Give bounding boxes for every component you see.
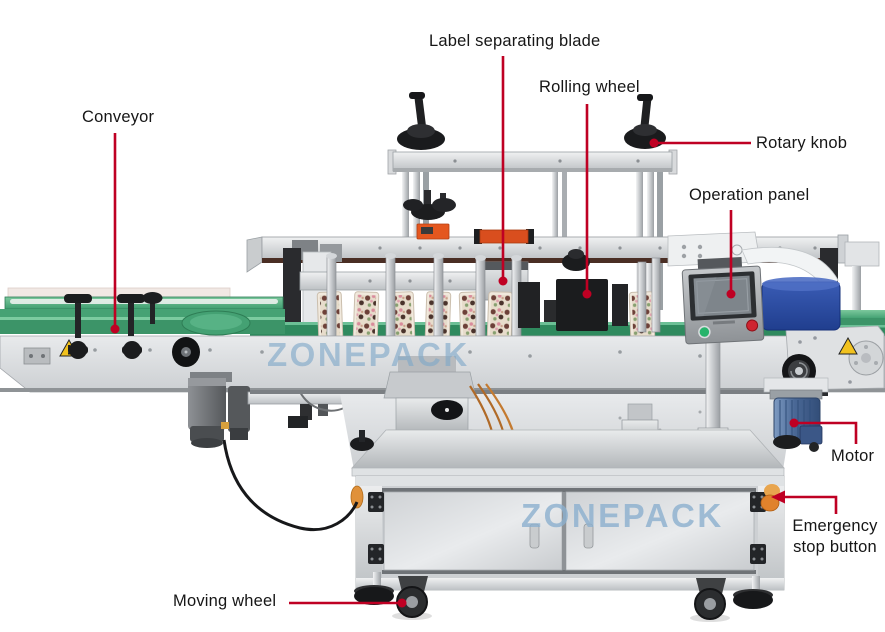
emergency-stop-callout-line xyxy=(771,490,838,514)
stop-button xyxy=(746,319,759,332)
power-cable xyxy=(222,439,359,531)
moving-wheel-callout-line xyxy=(289,598,407,608)
door-handle-left xyxy=(529,523,540,549)
moving-wheel-label: Moving wheel xyxy=(173,592,277,610)
watermark-cabinet: ZONEPACK xyxy=(521,497,724,534)
rotary-knob xyxy=(624,94,666,149)
operation-panel-callout-line xyxy=(726,210,736,299)
operation-panel xyxy=(681,256,765,345)
emergency-stop-label: Emergency stop button xyxy=(792,517,878,556)
foot-pad-left xyxy=(354,587,394,605)
rolling-wheel-blocks xyxy=(518,279,628,331)
emergency-stop-button xyxy=(760,484,780,512)
rolling-wheel-callout-line xyxy=(582,104,592,299)
cabinet-doors xyxy=(383,491,755,571)
guide-rail-knobs xyxy=(64,292,200,367)
rotary-knob-callout-line xyxy=(649,138,751,148)
motor xyxy=(763,377,829,452)
rotary-knob-left xyxy=(397,92,445,150)
motor-label: Motor xyxy=(831,447,875,465)
rotary-knob-label: Rotary knob xyxy=(756,134,848,152)
conveyor-end-plate xyxy=(782,325,885,396)
casters-and-feet xyxy=(354,572,773,622)
label-separating-blade-callout-line xyxy=(498,56,508,286)
rolling-wheel-label: Rolling wheel xyxy=(539,78,640,96)
conveyor-label: Conveyor xyxy=(82,108,155,126)
label-separating-blade-label: Label separating blade xyxy=(429,32,601,50)
warning-triangle-right xyxy=(838,336,858,355)
operation-panel-label: Operation panel xyxy=(689,186,810,204)
door-handle-right xyxy=(583,523,594,549)
start-button xyxy=(698,325,711,339)
motor-callout-line xyxy=(789,418,858,444)
cabinet xyxy=(350,429,785,591)
side-button-left xyxy=(350,485,364,509)
foot-pad-right xyxy=(733,591,773,609)
blue-bin xyxy=(761,277,841,331)
watermark-center: ZONEPACK xyxy=(267,336,470,373)
conveyor-motor xyxy=(188,372,250,448)
conveyor-callout-line xyxy=(110,133,120,334)
